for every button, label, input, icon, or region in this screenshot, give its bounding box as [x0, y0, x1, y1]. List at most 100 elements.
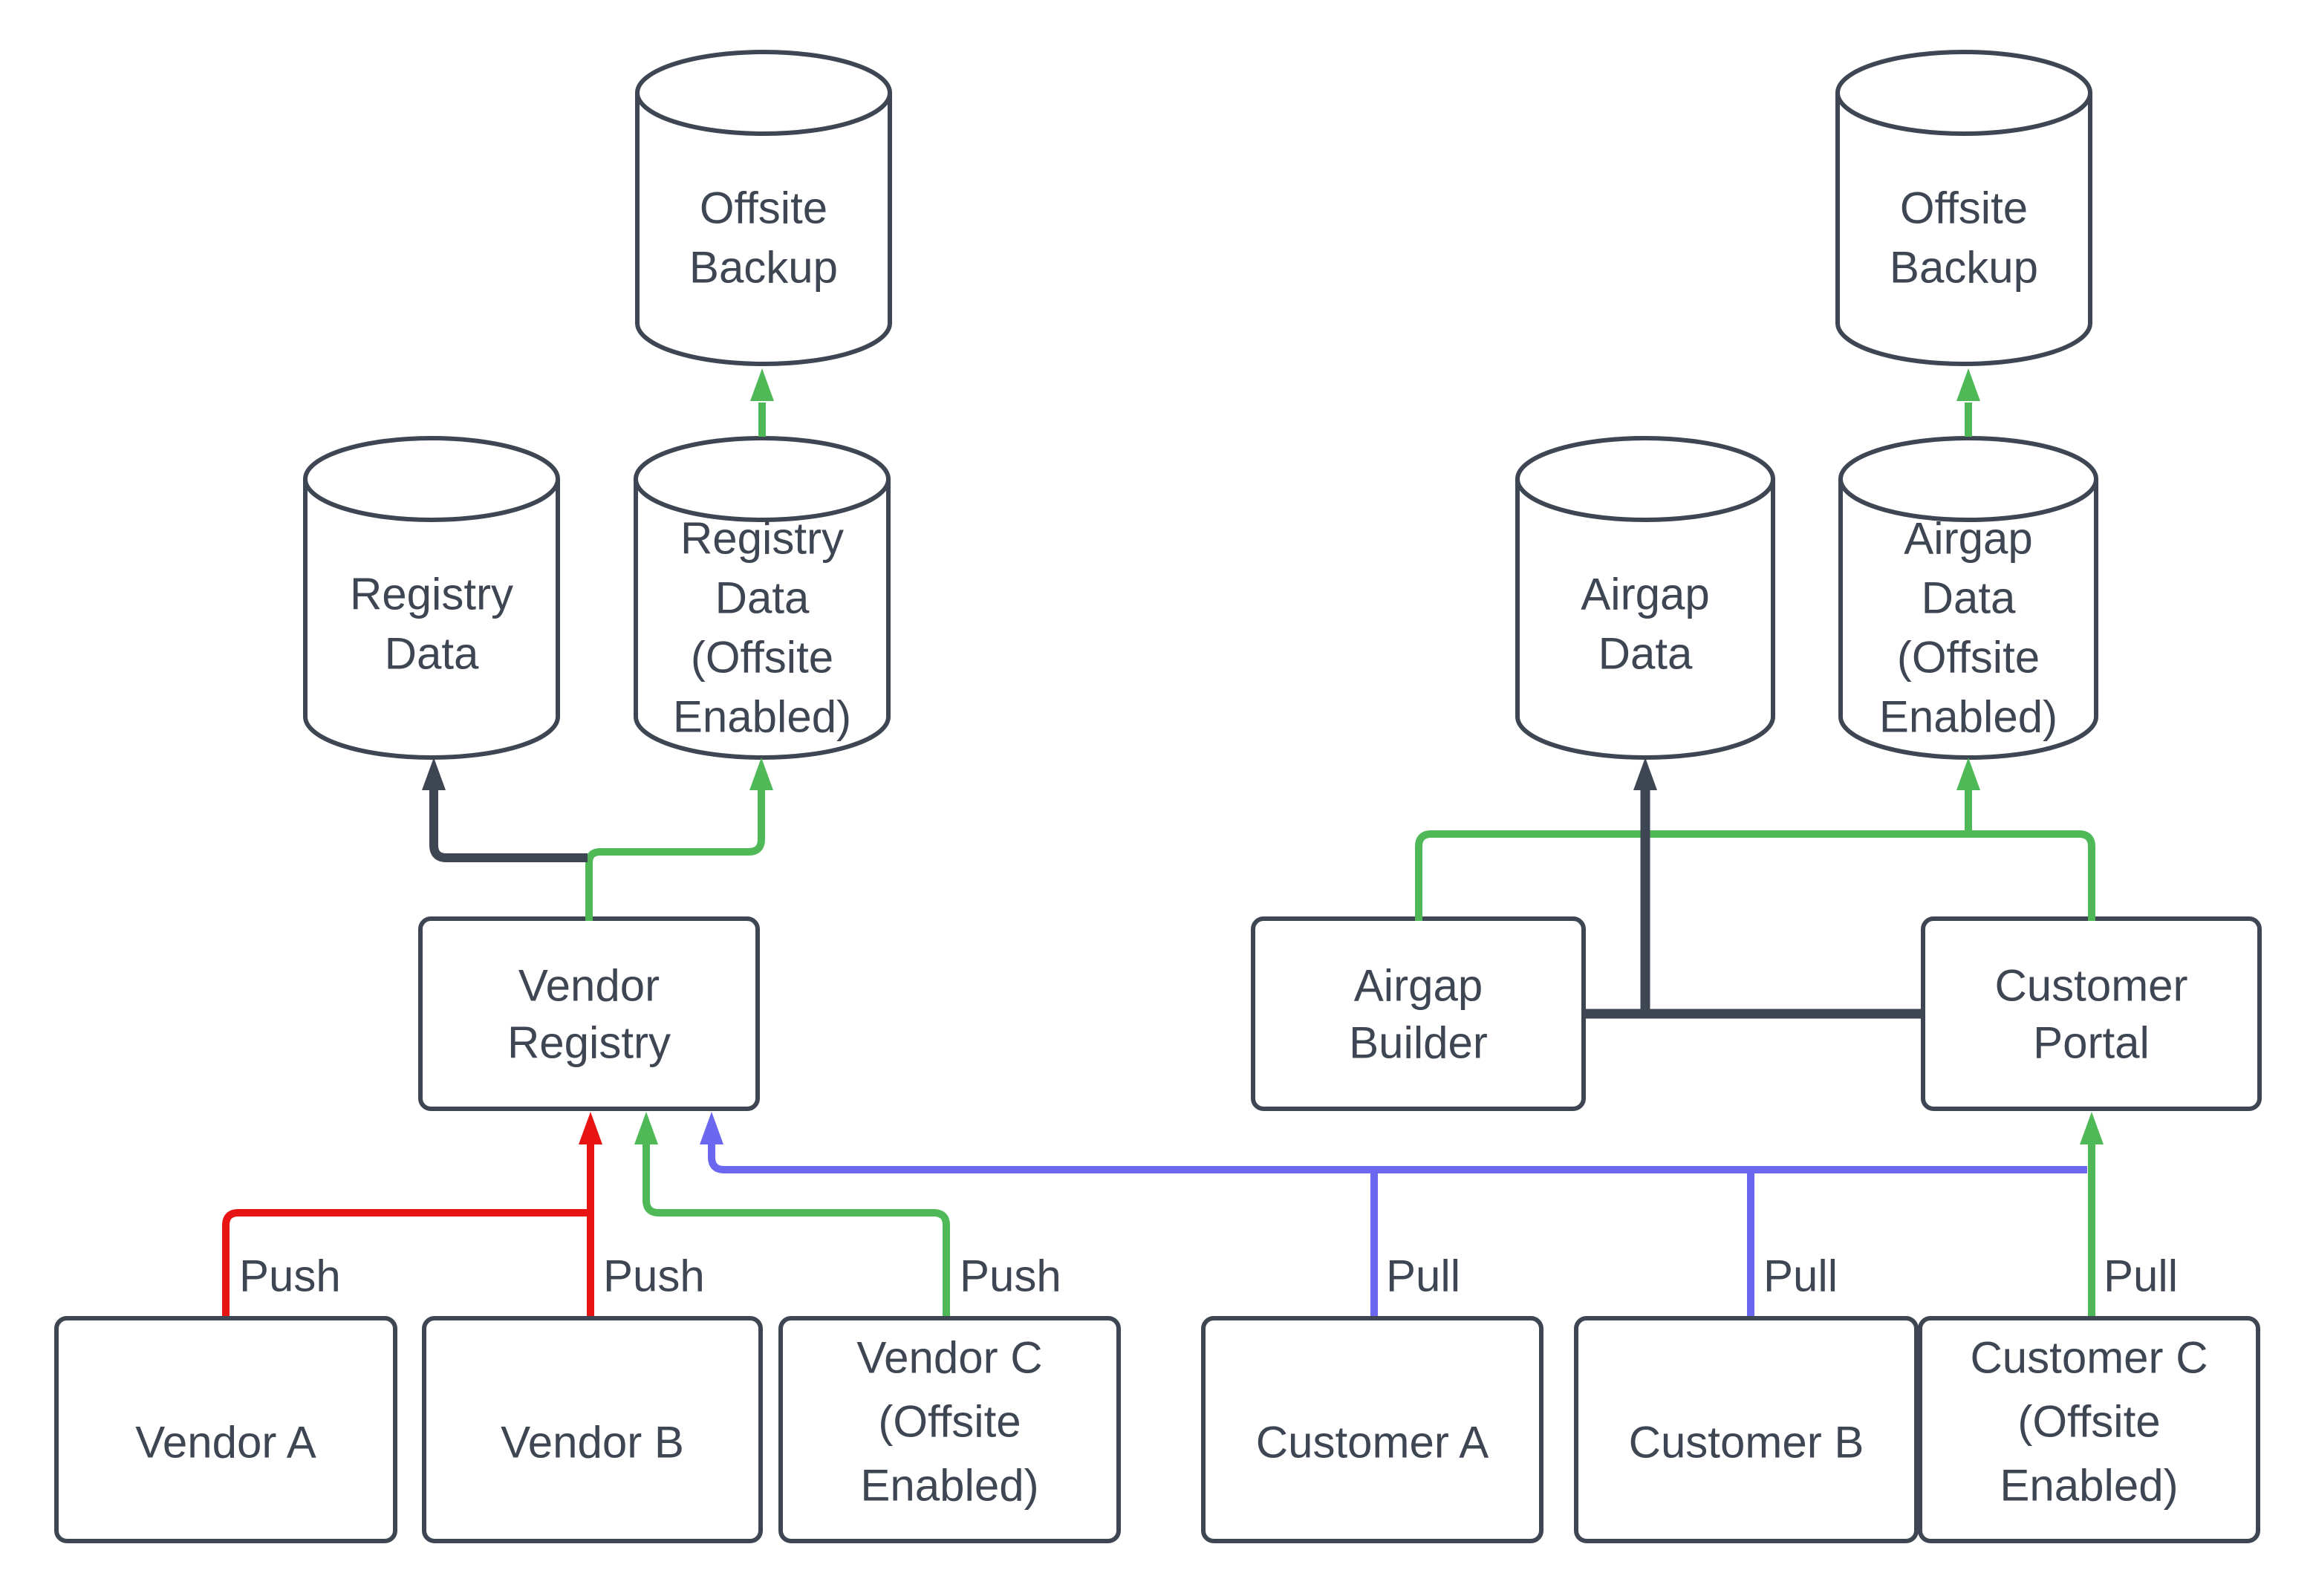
offsite-backup-left-label: Backup: [689, 243, 838, 293]
offsite-backup-left-body: [635, 91, 892, 366]
registry-data-offsite-label: (Offsite: [691, 633, 833, 683]
vendor-registry-label: Vendor: [518, 961, 660, 1011]
airgap-data-offsite-label: (Offsite: [1897, 633, 2040, 683]
airgap-data-label: Data: [1598, 629, 1693, 679]
edge-vendor-registry-to-registry-data-arrowhead-icon: [422, 758, 446, 790]
registry-data-offsite-top-ellipse: [634, 436, 891, 522]
edge-push-vendor-a-b[interactable]: [222, 1112, 602, 1316]
customer-portal-label: Portal: [2033, 1018, 2150, 1068]
vendor-registry-rect: [418, 916, 760, 1111]
offsite-backup-right-top-ellipse: [1835, 50, 2092, 136]
edge-pull-customer-a-b[interactable]: [700, 1112, 2087, 1316]
vendor-a-label: Vendor A: [135, 1418, 316, 1468]
vendor-b[interactable]: Vendor B: [422, 1316, 763, 1543]
edge-vendor-registry-to-registry-data-offsite-arrowhead-icon: [749, 758, 773, 790]
offsite-backup-right-label: Backup: [1890, 243, 2038, 293]
airgap-data-offsite-label: Airgap: [1904, 514, 2032, 564]
offsite-backup-right-label: Offsite: [1900, 183, 2028, 233]
pull-label-customer-a: Pull: [1386, 1251, 1460, 1301]
customer-portal-rect: [1921, 916, 2262, 1111]
vendor-a[interactable]: Vendor A: [54, 1316, 397, 1543]
registry-data-offsite-label: Data: [715, 573, 810, 623]
airgap-data-offsite-label: Data: [1922, 573, 2016, 623]
push-label-vendor-c: Push: [960, 1251, 1061, 1301]
edge-push-vendor-a-b-arrowhead-icon: [579, 1112, 602, 1144]
customer-c-rect: [1918, 1316, 2260, 1543]
airgap-data-offsite-top-ellipse: [1838, 436, 2098, 522]
edge-push-vendor-c[interactable]: [634, 1112, 950, 1316]
registry-data-top-ellipse: [303, 436, 560, 522]
airgap-data-label: Airgap: [1581, 570, 1709, 619]
airgap-data-offsite-label: Enabled): [1879, 692, 2057, 742]
vendor-c-rect: [778, 1316, 1121, 1543]
edge-vendor-registry-to-registry-data[interactable]: [422, 758, 588, 862]
customer-b[interactable]: Customer B: [1574, 1316, 1919, 1543]
offsite-backup-left-top-ellipse: [635, 50, 892, 136]
customer-c-label: Enabled): [2000, 1461, 2178, 1511]
vendor-c-label: Enabled): [860, 1461, 1038, 1511]
edge-customer-portal-to-airgap-builder[interactable]: [1415, 830, 2095, 921]
vendor-c-label: (Offsite: [878, 1397, 1021, 1447]
pull-label-customer-c: Pull: [2104, 1251, 2178, 1301]
offsite-backup-left-label: Offsite: [700, 183, 827, 233]
edge-airgap-data-offsite-to-offsite-backup-arrowhead-icon: [1956, 368, 1980, 401]
offsite-backup-right-body: [1835, 91, 2092, 366]
registry-data-offsite-label: Enabled): [673, 692, 851, 742]
registry-data-offsite-label: Registry: [680, 514, 844, 564]
vendor-registry-label: Registry: [507, 1018, 671, 1068]
edge-pull-customer-c[interactable]: [2080, 1112, 2104, 1316]
airgap-builder-label: Builder: [1349, 1018, 1488, 1068]
customer-c-label: Customer C: [1970, 1333, 2208, 1383]
registry-data-offsite-body: [634, 477, 891, 760]
airgap-data-top-ellipse: [1515, 436, 1775, 522]
edge-registry-data-offsite-to-offsite-backup[interactable]: [750, 368, 774, 437]
edge-customer-portal-to-airgap-builder-line: [1415, 830, 2095, 921]
edge-vendor-registry-to-registry-data-line: [429, 790, 588, 862]
edge-pull-customer-a-b-line: [708, 1144, 2087, 1173]
vendor-b-label: Vendor B: [501, 1418, 684, 1468]
edge-vendor-registry-to-registry-data-offsite-line: [585, 790, 765, 921]
edge-airgap-data-offsite-to-offsite-backup[interactable]: [1956, 368, 1980, 437]
vendor-c-label: Vendor C: [856, 1333, 1042, 1383]
edge-airgap-builder-to-airgap-data[interactable]: [1633, 758, 1657, 1014]
edge-push-vendor-c-arrowhead-icon: [634, 1112, 658, 1144]
pull-label-customer-b: Pull: [1763, 1251, 1838, 1301]
airgap-data-body: [1515, 477, 1775, 760]
edge-vendor-registry-to-registry-data-offsite[interactable]: [585, 758, 773, 921]
push-label-vendor-a: Push: [239, 1251, 341, 1301]
customer-a-rect: [1201, 1316, 1543, 1543]
registry-data-label: Registry: [350, 570, 513, 619]
edge-registry-data-offsite-to-offsite-backup-arrowhead-icon: [750, 368, 774, 401]
vendor-b-rect: [422, 1316, 763, 1543]
registry-data-body: [303, 477, 560, 760]
edge-customer-portal-to-airgap-data-offsite-arrowhead-icon: [1956, 758, 1980, 790]
customer-c-label: (Offsite: [2017, 1397, 2160, 1447]
customer-a-label: Customer A: [1256, 1418, 1489, 1468]
airgap-builder-label: Airgap: [1354, 961, 1483, 1011]
push-label-vendor-b: Push: [603, 1251, 705, 1301]
edge-customer-portal-to-airgap-data-offsite[interactable]: [1956, 758, 1980, 834]
edge-push-vendor-a-b-line: [222, 1209, 591, 1316]
edge-pull-customer-c-arrowhead-icon: [2080, 1112, 2104, 1144]
edge-airgap-builder-to-airgap-data-arrowhead-icon: [1633, 758, 1657, 790]
registry-data-label: Data: [385, 629, 479, 679]
edge-pull-customer-a-b-arrowhead-icon: [700, 1112, 723, 1144]
edge-push-vendor-c-line: [642, 1144, 950, 1316]
vendor-a-rect: [54, 1316, 397, 1543]
customer-b-rect: [1574, 1316, 1919, 1543]
customer-a[interactable]: Customer A: [1201, 1316, 1543, 1543]
airgap-builder-rect: [1251, 916, 1586, 1111]
